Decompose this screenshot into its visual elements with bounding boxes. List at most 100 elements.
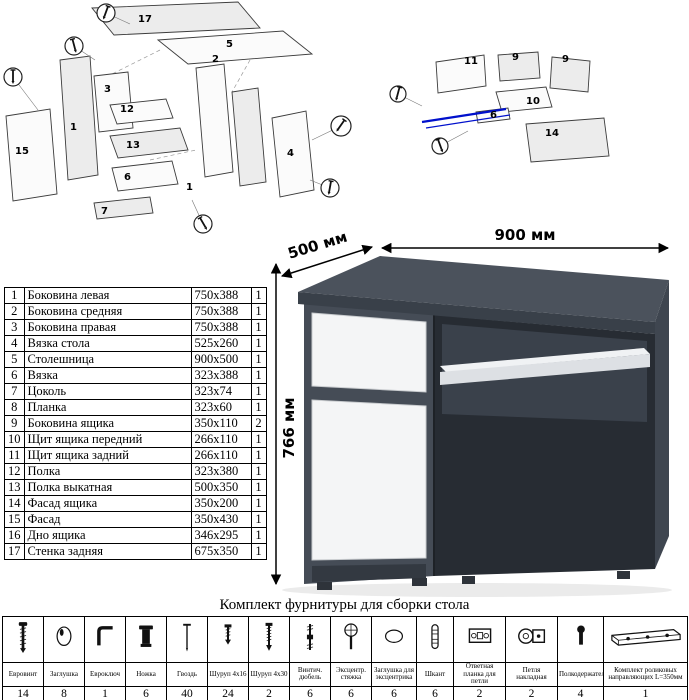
part-name: Полка выкатная bbox=[23, 479, 192, 496]
desk-shadow bbox=[282, 583, 672, 597]
part-size: 675x350 bbox=[190, 543, 252, 560]
part-qty: 1 bbox=[250, 303, 267, 320]
depth-dimension-arrow bbox=[281, 244, 373, 279]
desk-top bbox=[298, 256, 669, 322]
part-number: 1 bbox=[4, 287, 25, 304]
part-number: 8 bbox=[4, 399, 25, 416]
part-name: Фасад ящика bbox=[23, 495, 192, 512]
part-number: 17 bbox=[4, 543, 25, 560]
width-dimension-label: 900 мм bbox=[494, 226, 555, 244]
part-number: 16 bbox=[4, 527, 25, 544]
part-callout-number: 1 bbox=[186, 182, 193, 193]
part-callout-number: 4 bbox=[287, 148, 294, 159]
hardware-item-name: Комплект роликовых направляющих L=350мм bbox=[603, 662, 688, 687]
back-wall-panel bbox=[91, 1, 261, 36]
hardware-callouts bbox=[3, 3, 352, 234]
part-name: Щит ящика задний bbox=[23, 447, 192, 464]
hardware-item-name: Заглушка для эксцентрика bbox=[371, 662, 417, 687]
part-callout-number: 9 bbox=[562, 54, 569, 65]
hardware-item-name: Винтич. дюбель bbox=[289, 662, 331, 687]
drawer-back-panel bbox=[435, 54, 487, 94]
hardware-item-qty: 2 bbox=[505, 685, 558, 700]
part-callout-number: 1 bbox=[70, 122, 77, 133]
hardware-item-name: Полкодержатель bbox=[557, 662, 604, 687]
part-qty: 1 bbox=[250, 511, 267, 528]
part-name: Цоколь bbox=[23, 383, 192, 400]
part-name: Столешница bbox=[23, 351, 192, 368]
left-side-panel bbox=[59, 55, 99, 181]
hardware-callouts bbox=[389, 85, 449, 155]
part-number: 14 bbox=[4, 495, 25, 512]
confirmat-screw-icon bbox=[2, 616, 44, 663]
part-size: 323x380 bbox=[190, 463, 252, 480]
part-name: Боковина средняя bbox=[23, 303, 192, 320]
roller-guide-rail bbox=[421, 107, 507, 124]
door-facade-panel bbox=[5, 108, 58, 202]
hex-key-icon bbox=[84, 616, 126, 663]
hardware-item-qty: 6 bbox=[289, 685, 331, 700]
dowel-screw-icon bbox=[289, 616, 331, 663]
part-callout-number: 14 bbox=[545, 128, 559, 139]
part-size: 323x60 bbox=[190, 399, 252, 416]
hardware-item-qty: 2 bbox=[453, 685, 506, 700]
hardware-item-qty: 4 bbox=[557, 685, 604, 700]
part-name: Боковина левая bbox=[23, 287, 192, 304]
hardware-item-name: Заглушка bbox=[43, 662, 85, 687]
part-qty: 1 bbox=[250, 527, 267, 544]
hardware-item-qty: 2 bbox=[248, 685, 290, 700]
hardware-item-name: Ответная планка для петли bbox=[453, 662, 506, 687]
part-size: 323x74 bbox=[190, 383, 252, 400]
part-number: 2 bbox=[4, 303, 25, 320]
hardware-item-qty: 40 bbox=[166, 685, 208, 700]
hardware-item-name: Ножка bbox=[125, 662, 167, 687]
hardware-item-qty: 14 bbox=[2, 685, 44, 700]
part-callout-number: 15 bbox=[15, 146, 29, 157]
part-name: Фасад bbox=[23, 511, 192, 528]
part-number: 9 bbox=[4, 415, 25, 432]
part-size: 350x200 bbox=[190, 495, 252, 512]
part-name: Боковина правая bbox=[23, 319, 192, 336]
desk-feet bbox=[317, 571, 630, 590]
part-number: 3 bbox=[4, 319, 25, 336]
part-number: 4 bbox=[4, 335, 25, 352]
part-callout-number: 10 bbox=[526, 96, 540, 107]
part-name: Дно ящика bbox=[23, 527, 192, 544]
part-size: 500x350 bbox=[190, 479, 252, 496]
pullout-shelf-panel bbox=[109, 127, 189, 159]
screw-short-icon bbox=[207, 616, 249, 663]
desk-right-side-panel bbox=[655, 280, 669, 569]
part-name: Планка bbox=[23, 399, 192, 416]
part-callout-number: 6 bbox=[124, 172, 131, 183]
hardware-item-qty: 6 bbox=[125, 685, 167, 700]
part-number: 6 bbox=[4, 367, 25, 384]
middle-side-panel bbox=[195, 63, 234, 178]
roller-guide-rail bbox=[425, 114, 511, 129]
part-number: 10 bbox=[4, 431, 25, 448]
hardware-item-name: Петля накладная bbox=[505, 662, 558, 687]
part-number: 13 bbox=[4, 479, 25, 496]
stretcher-panel bbox=[111, 160, 179, 192]
part-name: Вязка стола bbox=[23, 335, 192, 352]
part-callout-number: 9 bbox=[512, 52, 519, 63]
hardware-item-qty: 6 bbox=[330, 685, 372, 700]
part-name: Полка bbox=[23, 463, 192, 480]
part-size: 900x500 bbox=[190, 351, 252, 368]
drawer-front bbox=[311, 312, 427, 393]
screw-cap-icon bbox=[43, 616, 85, 663]
desk-top-edge bbox=[298, 292, 655, 334]
hardware-item-qty: 1 bbox=[603, 685, 688, 700]
part-qty: 1 bbox=[250, 543, 267, 560]
hardware-item-qty: 8 bbox=[43, 685, 85, 700]
